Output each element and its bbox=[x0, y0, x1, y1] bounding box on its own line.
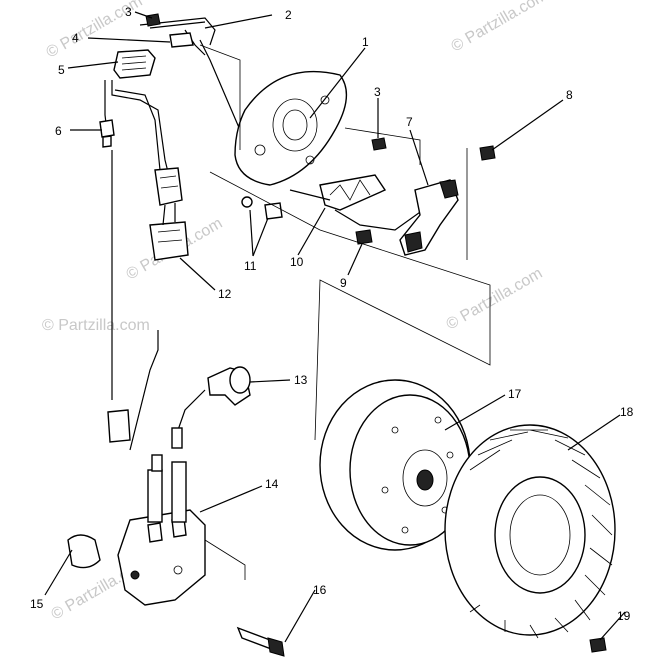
part-17-flywheel bbox=[319, 379, 471, 551]
part-15-spacer bbox=[67, 534, 101, 569]
callout-19: 19 bbox=[617, 609, 631, 623]
callout-7: 7 bbox=[406, 115, 413, 129]
part-8-screw bbox=[479, 145, 496, 161]
leader-lines bbox=[44, 11, 626, 643]
callout-14: 14 bbox=[265, 477, 279, 491]
part-3-screw bbox=[371, 137, 387, 151]
callout-18: 18 bbox=[620, 405, 634, 419]
part-19-screw bbox=[589, 637, 607, 653]
part-1-stator-plate bbox=[234, 70, 348, 186]
callout-12: 12 bbox=[218, 287, 232, 301]
screws bbox=[241, 137, 496, 245]
callout-1: 1 bbox=[362, 35, 369, 49]
callout-16: 16 bbox=[313, 583, 327, 597]
part-12-harness-plug bbox=[149, 167, 189, 261]
callout-6: 6 bbox=[55, 124, 62, 138]
part-6-connector bbox=[99, 119, 115, 148]
callout-5: 5 bbox=[58, 63, 65, 77]
part-11-washer bbox=[241, 196, 253, 208]
part-4-5-connector bbox=[113, 32, 194, 79]
callout-2: 2 bbox=[285, 8, 292, 22]
watermark-top-right: © Partzilla.com bbox=[449, 0, 551, 55]
callout-3-top: 3 bbox=[125, 5, 132, 19]
callout-15: 15 bbox=[30, 597, 44, 611]
part-16-bolt bbox=[236, 626, 285, 657]
part-18-fan bbox=[444, 424, 616, 639]
callout-10: 10 bbox=[290, 255, 304, 269]
callout-4: 4 bbox=[72, 31, 79, 45]
callout-11: 11 bbox=[244, 259, 257, 273]
assembly-lines bbox=[199, 44, 491, 441]
callout-3-right: 3 bbox=[374, 85, 381, 99]
callout-labels: 3 2 4 1 5 3 8 6 7 11 10 9 12 13 17 18 14… bbox=[30, 5, 634, 623]
callout-17: 17 bbox=[508, 387, 522, 401]
watermark-mid-left: © Partzilla.com bbox=[42, 317, 150, 334]
callout-13: 13 bbox=[294, 373, 308, 387]
part-9-screw bbox=[355, 229, 373, 245]
part-3-bolt-top bbox=[145, 13, 161, 27]
part-11-screw bbox=[264, 202, 283, 220]
callout-9: 9 bbox=[340, 276, 347, 290]
part-10-pulser-coil bbox=[289, 174, 431, 231]
part-14-ignition-coil bbox=[107, 409, 246, 606]
part-7-bracket bbox=[399, 179, 459, 256]
callout-8: 8 bbox=[566, 88, 573, 102]
part-13-spark-plug-cap bbox=[177, 366, 251, 431]
